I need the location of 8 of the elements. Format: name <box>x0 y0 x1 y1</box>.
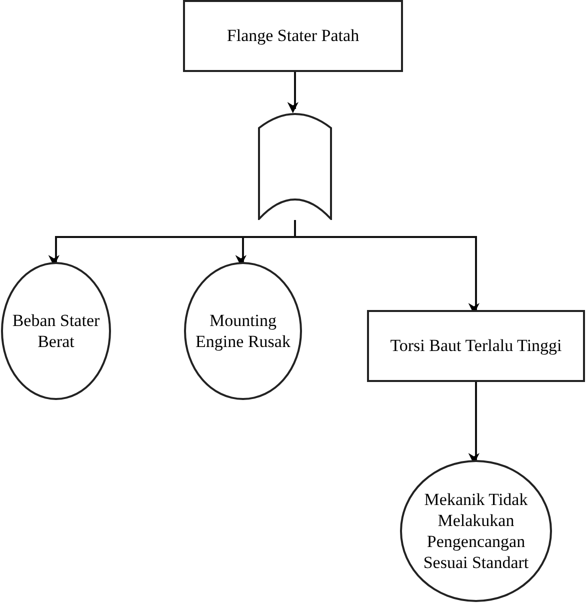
arrow <box>287 72 298 114</box>
event-label: Flange Stater Patah <box>226 25 360 47</box>
event-label: Mounting Engine Rusak <box>194 310 292 352</box>
event-box <box>183 0 403 72</box>
event-label: Mekanik Tidak Melakukan Pengencangan Sesuai Standart <box>422 488 530 574</box>
event-box <box>367 310 585 382</box>
event-label: Beban Stater Berat <box>11 310 101 352</box>
event-label: Torsi Baut Terlalu Tinggi <box>389 335 563 357</box>
